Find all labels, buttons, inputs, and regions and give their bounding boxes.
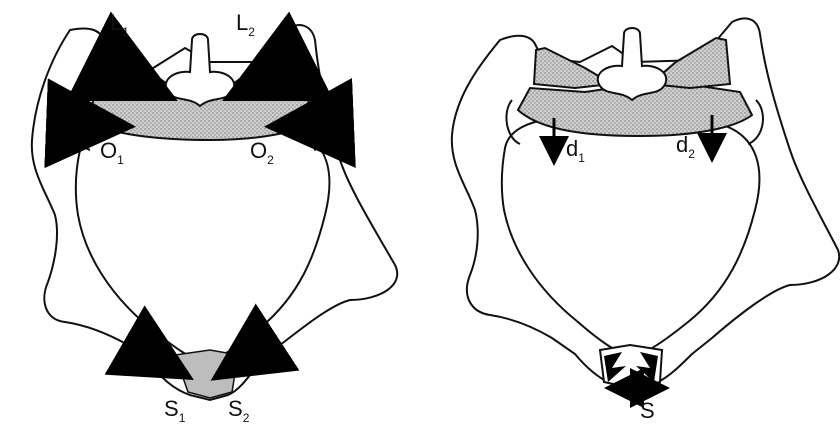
label-S2: S2 <box>228 396 250 425</box>
right-pelvis: d1 d2 S <box>452 18 839 423</box>
left-pelvis: L1 L2 O1 O2 S1 S2 <box>32 10 397 425</box>
arrow-O1 <box>92 125 118 126</box>
label-L1: L1 <box>110 10 129 39</box>
label-L2: L2 <box>236 10 255 39</box>
label-S: S <box>640 398 655 423</box>
arrow-O2 <box>282 125 306 126</box>
label-S1: S1 <box>164 396 186 425</box>
